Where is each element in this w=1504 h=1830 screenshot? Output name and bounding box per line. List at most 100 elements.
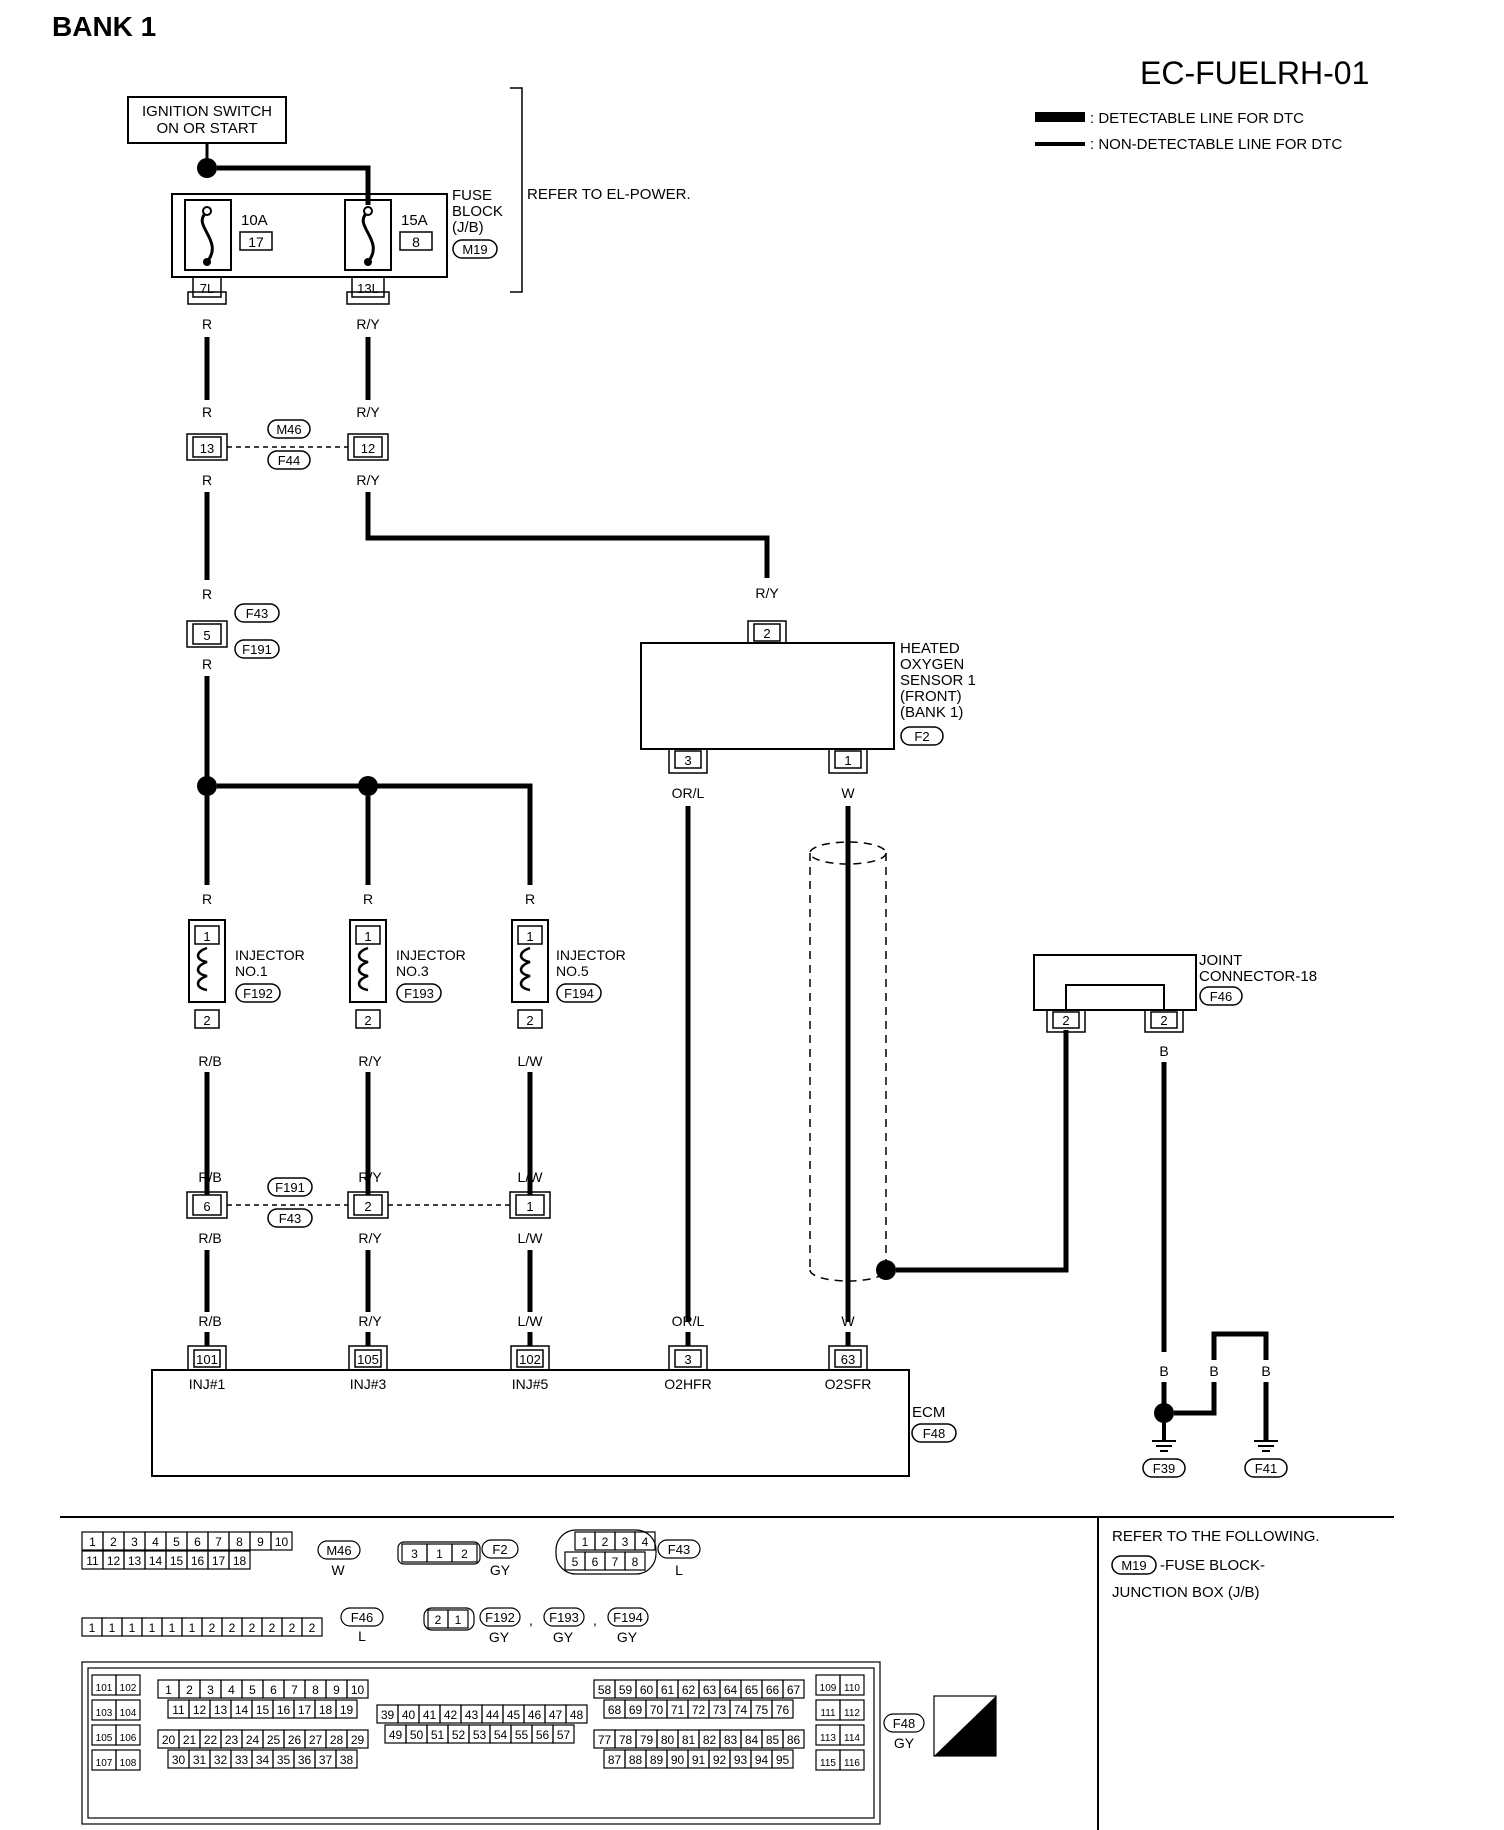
pin-number: 1 [149, 1621, 156, 1635]
connector-f191-id: F191 [242, 642, 272, 657]
ignition-line2: ON OR START [156, 120, 257, 137]
svg-text:3: 3 [684, 1352, 691, 1367]
connector-pin [115, 1749, 141, 1771]
svg-text:O2SFR: O2SFR [825, 1376, 872, 1392]
separator: , [593, 1612, 597, 1628]
connector-m46-id: M46 [276, 422, 301, 437]
pin-number: 24 [246, 1733, 260, 1747]
pin-number: 28 [330, 1733, 344, 1747]
pin-number: 9 [257, 1535, 264, 1549]
svg-text:L/W: L/W [518, 1313, 544, 1329]
pin-number: 6 [194, 1535, 201, 1549]
pin-number: 106 [120, 1733, 137, 1744]
fuse-block-connector-id: M19 [462, 242, 487, 257]
pin-number: 6 [592, 1555, 599, 1569]
injector5-connector-id: F194 [564, 986, 594, 1001]
pin-number: 44 [486, 1708, 500, 1722]
connector-pin [839, 1699, 865, 1721]
sensor-pin-1: 1 [844, 753, 851, 768]
fuse-block-label-3: (J/B) [452, 219, 484, 236]
connector-color: L [358, 1628, 366, 1644]
pin-number: 47 [549, 1708, 563, 1722]
fuse1-terminal: 7L [200, 281, 214, 296]
connector-pin [552, 1724, 575, 1744]
connector-id-pill [481, 1539, 519, 1559]
svg-text:O2HFR: O2HFR [664, 1376, 711, 1392]
pin-number: 1 [109, 1621, 116, 1635]
svg-text:OR/L: OR/L [672, 1313, 705, 1329]
pin-number: 11 [86, 1554, 99, 1568]
svg-text:R/Y: R/Y [358, 1313, 382, 1329]
connector-pin [624, 1551, 646, 1571]
pin-number: 113 [820, 1733, 836, 1744]
svg-text:2: 2 [1062, 1013, 1069, 1028]
svg-text:B: B [1159, 1043, 1168, 1059]
connector-pin [634, 1531, 656, 1551]
pin-number: 61 [661, 1683, 675, 1697]
pin-number: 85 [766, 1733, 780, 1747]
joint-connector-box [1033, 954, 1197, 1011]
injector1-connector-id: F192 [243, 986, 273, 1001]
svg-text:R/Y: R/Y [358, 1053, 382, 1069]
sensor-pin-2: 2 [763, 626, 770, 641]
pin-number: 17 [298, 1703, 312, 1717]
legend-detectable: : DETECTABLE LINE FOR DTC [1090, 110, 1304, 127]
pin-number: 103 [96, 1708, 113, 1719]
pin-number: 5 [572, 1555, 579, 1569]
connector-pin [115, 1674, 141, 1696]
svg-text:INJECTOR: INJECTOR [556, 947, 626, 963]
svg-text:L/W: L/W [518, 1230, 544, 1246]
svg-text:R/Y: R/Y [356, 404, 380, 420]
legend-thick-line [1035, 112, 1085, 122]
svg-text:B: B [1159, 1363, 1168, 1379]
svg-text:R/B: R/B [198, 1313, 221, 1329]
pin-number: 65 [745, 1683, 759, 1697]
pin-number: 18 [319, 1703, 333, 1717]
pin-number: 2 [309, 1621, 316, 1635]
connector-pin [839, 1674, 865, 1696]
pin-number: 23 [225, 1733, 239, 1747]
pin-number: 11 [172, 1703, 185, 1717]
svg-text:R: R [363, 891, 373, 907]
pin-number: 83 [724, 1733, 738, 1747]
splice-dot [197, 158, 217, 178]
svg-text:NO.5: NO.5 [556, 963, 589, 979]
svg-text:R: R [202, 891, 212, 907]
svg-text:W: W [841, 785, 855, 801]
connector-pin [335, 1749, 358, 1769]
svg-text:INJ#3: INJ#3 [350, 1376, 387, 1392]
connector-color: GY [553, 1629, 574, 1645]
connector-id-pill [317, 1540, 361, 1560]
connector-color: GY [489, 1629, 510, 1645]
pin-number: 10 [351, 1683, 365, 1697]
svg-text:1: 1 [364, 929, 371, 944]
harness-side-icon [934, 1696, 996, 1756]
connector-pin [839, 1724, 865, 1746]
fuse-block-label-2: BLOCK [452, 203, 503, 220]
ecm-terminals: 101 105 102 3 63 [187, 1345, 868, 1371]
connector-pin [782, 1679, 805, 1699]
pin-number: 50 [410, 1728, 424, 1742]
ground-symbol-icon [1254, 1440, 1278, 1452]
pin-number: 72 [692, 1703, 706, 1717]
pin-number: 77 [598, 1733, 612, 1747]
svg-text:F43: F43 [279, 1211, 301, 1226]
fuse-block-label-1: FUSE [452, 187, 492, 204]
pin-number: 90 [671, 1753, 685, 1767]
heated-oxygen-sensor-box [640, 642, 895, 750]
connector-pin [447, 1609, 469, 1629]
pin-number: 18 [233, 1554, 247, 1568]
connector-pin [451, 1543, 478, 1563]
pin-number: 115 [820, 1758, 836, 1769]
pin-number: 8 [632, 1555, 639, 1569]
fuse2-terminal: 13L [357, 281, 379, 296]
pin-number: 12 [193, 1703, 207, 1717]
pin-number: 42 [444, 1708, 458, 1722]
pin-number: 92 [713, 1753, 727, 1767]
connector-id-pill [883, 1713, 925, 1733]
pin-number: 41 [423, 1708, 437, 1722]
svg-text:JOINT: JOINT [1199, 952, 1242, 969]
pin-number: 46 [528, 1708, 542, 1722]
svg-text:105: 105 [357, 1352, 379, 1367]
pin-number: 95 [776, 1753, 790, 1767]
